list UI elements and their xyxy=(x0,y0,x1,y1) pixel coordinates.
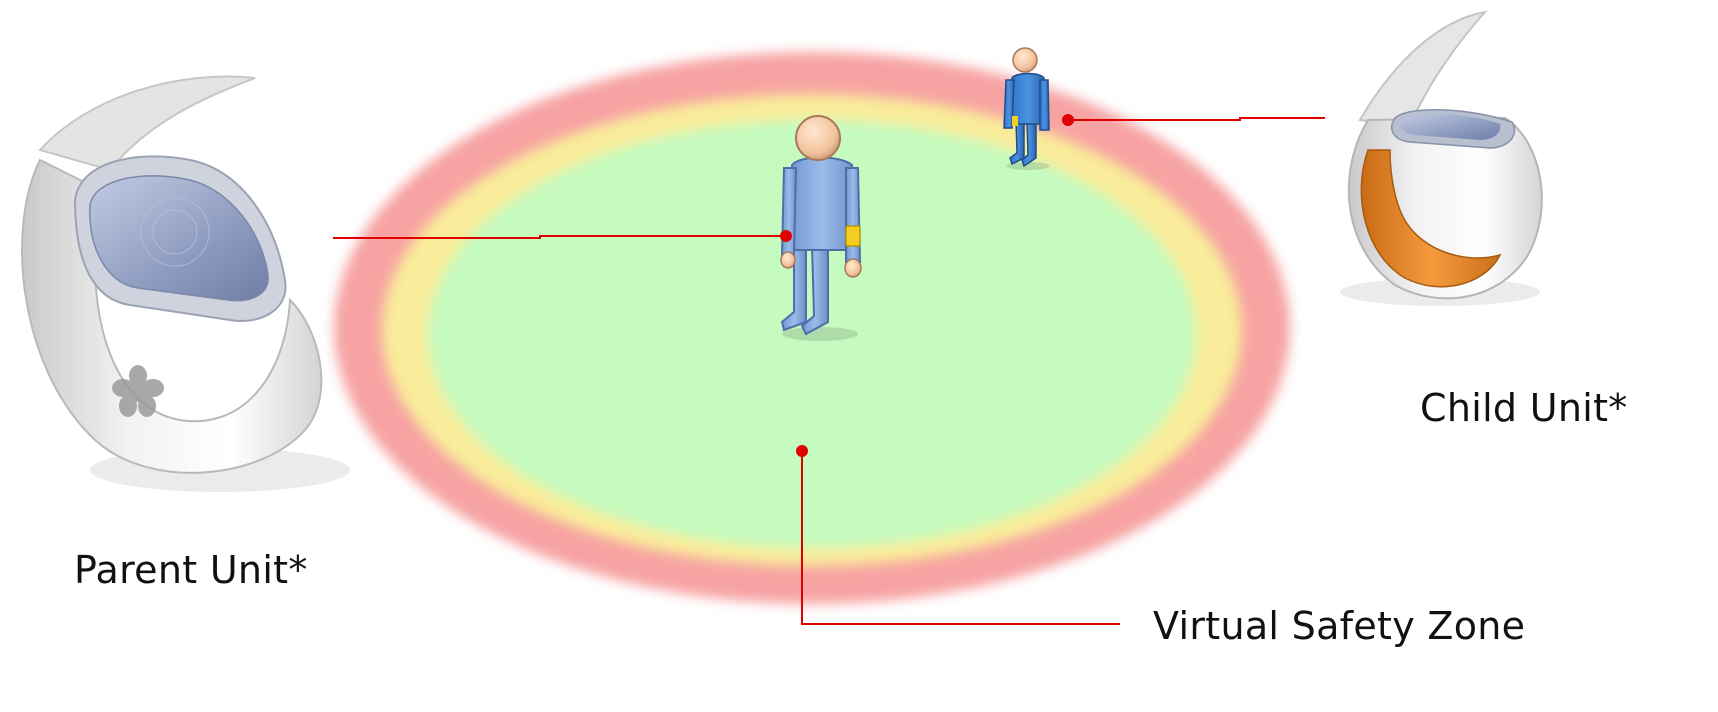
child-leader-dot xyxy=(1062,114,1074,126)
virtual-safety-zone-label: Virtual Safety Zone xyxy=(1153,604,1526,648)
parent-device-icon xyxy=(21,75,350,492)
leader-lines xyxy=(333,117,1325,625)
child-person-icon xyxy=(1003,47,1050,170)
child-unit-label: Child Unit* xyxy=(1420,386,1628,430)
leader-dots xyxy=(780,114,1074,457)
parent-leader-dot xyxy=(780,230,792,242)
zone-leader-line xyxy=(801,451,1120,625)
zone-leader-dot xyxy=(796,445,808,457)
zone-inner-area xyxy=(428,120,1196,548)
parent-leader-line xyxy=(333,235,786,239)
child-leader-line xyxy=(1068,117,1325,121)
child-device-icon xyxy=(1340,10,1543,306)
parent-unit-label: Parent Unit* xyxy=(74,548,308,592)
